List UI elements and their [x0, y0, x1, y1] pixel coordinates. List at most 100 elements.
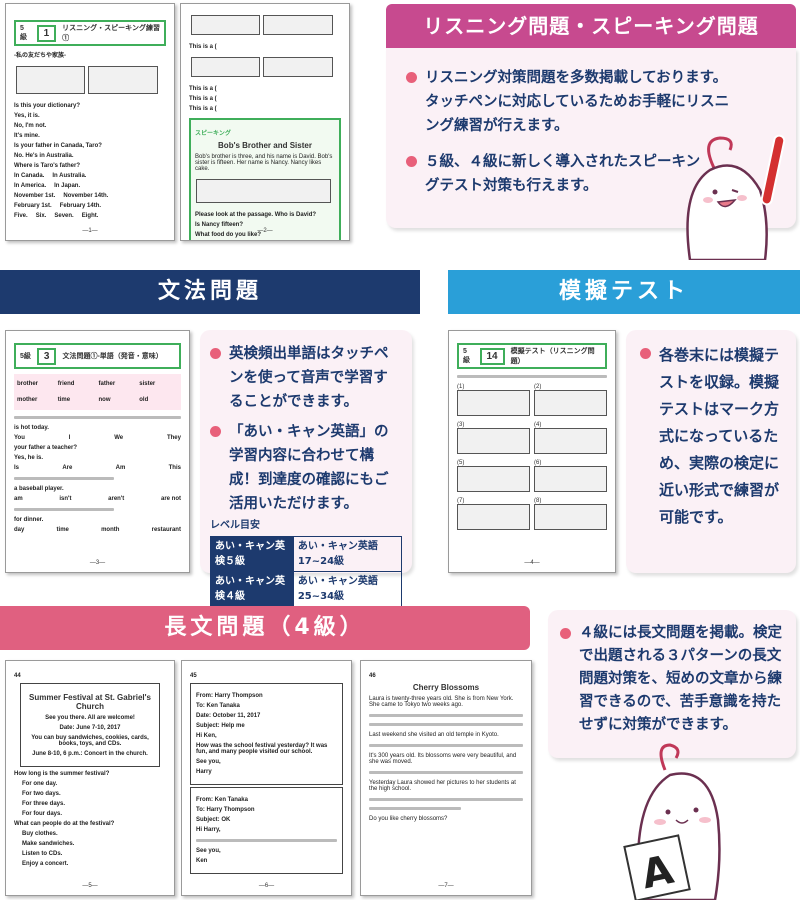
- line: for dinner.: [14, 517, 44, 523]
- page-number: —6—: [258, 883, 275, 889]
- line: Date: October 11, 2017: [196, 713, 261, 719]
- line: It's mine.: [14, 133, 40, 139]
- question-item: (2): [534, 384, 607, 418]
- choice: Is: [14, 465, 20, 471]
- choice: Enjoy a concert.: [22, 861, 69, 867]
- bullet-item: ４級には長文問題を掲載。検定で出題される３パターンの長文問題対策を、短めの文章か…: [560, 622, 784, 737]
- choice: For two days.: [22, 791, 61, 797]
- bullet-text: 英検頻出単語はタッチペンを使って音声で学習することができます。: [229, 346, 389, 410]
- question-number: (1): [457, 384, 465, 390]
- word[interactable]: now: [98, 397, 111, 403]
- page-number: —2—: [257, 228, 273, 234]
- text-line: [14, 477, 115, 480]
- choice: In Canada.: [14, 173, 45, 179]
- illustration: [15, 66, 86, 94]
- illustration: [457, 390, 530, 416]
- line: a baseball player.: [14, 486, 64, 492]
- text-line: [369, 798, 523, 801]
- line: June 8-10, 6 p.m.: Concert in the church…: [32, 751, 148, 757]
- choice: aren't: [108, 496, 125, 502]
- worksheet-long-1: 44 Summer Festival at St. Gabriel's Chur…: [5, 660, 175, 896]
- question-item: (5): [457, 460, 530, 494]
- text-line: [369, 807, 462, 810]
- email-box: From: Harry Thompson To: Ken Tanaka Date…: [190, 683, 343, 785]
- grammar-banner: 文法問題: [0, 270, 420, 314]
- line: Do you like cherry blossoms?: [369, 816, 448, 822]
- illustration: [534, 504, 607, 530]
- word[interactable]: mother: [17, 397, 38, 403]
- mascot-with-touch-pen-icon: [686, 134, 786, 260]
- question-item: (7): [457, 498, 530, 532]
- bullet-dot-icon: [560, 628, 571, 639]
- word[interactable]: sister: [139, 381, 156, 387]
- long-passage-panel: ４級には長文問題を掲載。検定で出題される３パターンの長文問題対策を、短めの文章か…: [548, 610, 796, 758]
- line: This is a (: [189, 106, 217, 112]
- word[interactable]: old: [139, 397, 149, 403]
- line: From: Ken Tanaka: [196, 797, 248, 803]
- line: This is a (: [189, 96, 217, 102]
- choice: November 1st.: [14, 193, 56, 199]
- line: From: Harry Thompson: [196, 693, 263, 699]
- line: To: Ken Tanaka: [196, 703, 240, 709]
- illustration: [263, 57, 334, 77]
- mock-test-banner: 模擬テスト: [448, 270, 800, 314]
- bullet-dot-icon: [406, 156, 417, 167]
- page-number: —3—: [89, 560, 106, 566]
- text-line: [14, 508, 115, 511]
- level-table: あい・キャン英検５級あい・キャン英語 17~24級 あい・キャン英検４級あい・キ…: [210, 536, 403, 607]
- question-number: 44: [14, 673, 21, 679]
- question-number: (8): [534, 498, 542, 504]
- grade-label: 5級: [20, 353, 31, 360]
- illustration: [88, 66, 159, 94]
- text-line: [369, 723, 523, 726]
- listening-banner: リスニング問題・スピーキング問題: [386, 4, 796, 48]
- text-line: [369, 714, 523, 717]
- level-row: あい・キャン英検４級あい・キャン英語 25~34級: [210, 571, 403, 607]
- mock-test-panel: 各巻末には模擬テストを収録。模擬テストはマーク方式になっているため、実際の検定に…: [626, 330, 796, 573]
- word[interactable]: friend: [57, 381, 75, 387]
- unit-number: 3: [36, 347, 57, 365]
- line: Date: June 7-10, 2017: [59, 725, 121, 731]
- line: Subject: Help me: [196, 723, 245, 729]
- text-line: [196, 839, 337, 842]
- worksheet-long-2: 45 From: Harry Thompson To: Ken Tanaka D…: [181, 660, 352, 896]
- line: This is a (: [189, 86, 217, 92]
- line: Subject: OK: [196, 817, 231, 823]
- word[interactable]: time: [57, 397, 71, 403]
- line: See you there. All are welcome!: [45, 715, 135, 721]
- illustration: [190, 57, 261, 77]
- word[interactable]: brother: [17, 381, 38, 387]
- choice: For three days.: [22, 801, 66, 807]
- bullet-text: 「あい・キャン英語」の学習内容に合わせて構成！到達度の確認にもご活用いただけます…: [229, 424, 389, 512]
- choice: restaurant: [151, 527, 181, 533]
- line: Is this your dictionary?: [14, 103, 81, 109]
- line: No, I'm not.: [14, 123, 47, 129]
- question-number: (3): [457, 422, 465, 428]
- line: Last weekend she visited an old temple i…: [369, 732, 499, 738]
- bullet-text: ４級には長文問題を掲載。検定で出題される３パターンの長文問題対策を、短めの文章か…: [579, 625, 782, 733]
- word[interactable]: father: [98, 381, 116, 387]
- question-item: (1): [457, 384, 530, 418]
- choice: November 14th.: [63, 193, 109, 199]
- question-item: (4): [534, 422, 607, 456]
- level-row: あい・キャン英検５級あい・キャン英語 17~24級: [210, 536, 403, 572]
- choice: February 14th.: [59, 203, 102, 209]
- choice: Six.: [35, 213, 47, 219]
- page-number: —4—: [524, 560, 540, 566]
- worksheet-listening-2: This is a ( This is a ( This is a ( This…: [180, 3, 350, 241]
- question-number: 45: [190, 673, 197, 679]
- illustration: [196, 179, 331, 203]
- choice: day: [14, 527, 25, 533]
- line: No. He's in Australia.: [14, 153, 74, 159]
- line: your father a teacher?: [14, 445, 78, 451]
- passage-title: Bob's Brother and Sister: [218, 141, 312, 150]
- line-row: In Canada.In Australia.: [14, 173, 166, 179]
- line: Yes, he is.: [14, 455, 44, 461]
- illustration: [190, 15, 261, 35]
